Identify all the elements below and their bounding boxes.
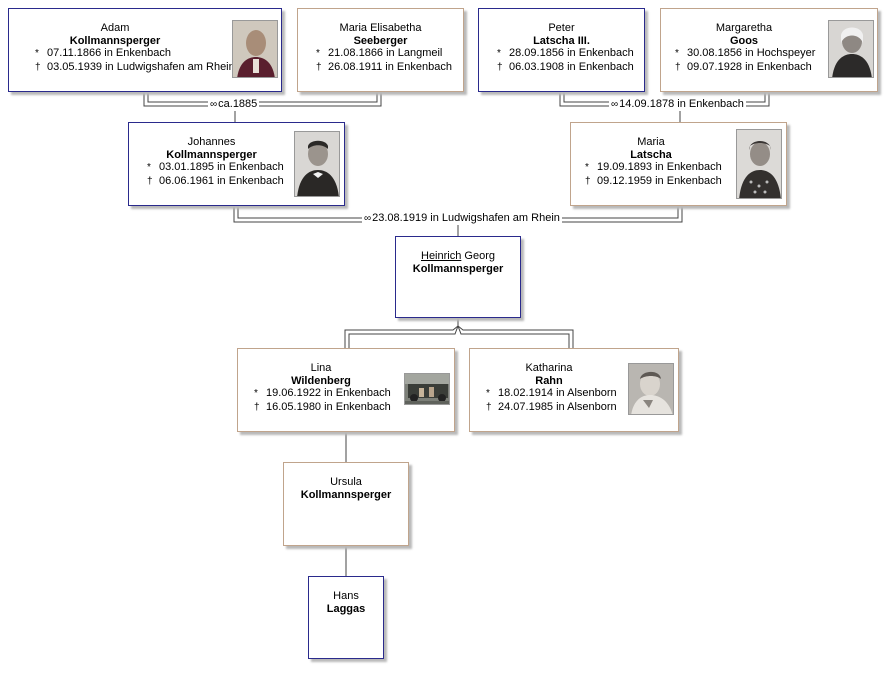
surname: Kollmannsperger [412, 262, 504, 275]
birth-line: *07.11.1866 in Enkenbach [35, 47, 171, 59]
birth-icon: * [316, 48, 320, 59]
surname: Laggas [326, 602, 366, 615]
portrait-photo [828, 20, 874, 78]
death-icon: † [585, 175, 591, 187]
birth-line: *19.09.1893 in Enkenbach [585, 161, 722, 173]
call-name: Heinrich [421, 250, 462, 262]
death-icon: † [316, 61, 322, 73]
death-line: †09.12.1959 in Enkenbach [585, 174, 722, 187]
surname: Kollmannsperger [166, 148, 257, 161]
death-icon: † [147, 175, 153, 187]
portrait-photo [736, 129, 782, 199]
person-card-lina[interactable]: Lina Wildenberg *19.06.1922 in Enkenbach… [237, 348, 455, 432]
person-card-johannes[interactable]: Johannes Kollmannsperger *03.01.1895 in … [128, 122, 345, 206]
birth-line: *19.06.1922 in Enkenbach [254, 387, 391, 399]
person-card-ursula[interactable]: Ursula Kollmannsperger [283, 462, 409, 546]
portrait-photo [232, 20, 278, 78]
death-line: †26.08.1911 in Enkenbach [316, 60, 452, 73]
surname: Goos [729, 34, 759, 47]
given-name: Heinrich Georg [421, 250, 495, 262]
given-name: Lina [310, 362, 332, 374]
marriage-icon: ∞ [611, 99, 618, 110]
surname: Kollmannsperger [69, 34, 161, 47]
birth-line: *03.01.1895 in Enkenbach [147, 161, 284, 173]
person-card-maria-elisabetha[interactable]: Maria Elisabetha Seeberger *21.08.1866 i… [297, 8, 464, 92]
death-line: †16.05.1980 in Enkenbach [254, 400, 391, 413]
person-card-katharina[interactable]: Katharina Rahn *18.02.1914 in Alsenborn … [469, 348, 679, 432]
death-icon: † [675, 61, 681, 73]
surname: Latscha [630, 148, 672, 161]
death-line: †09.07.1928 in Enkenbach [675, 60, 812, 73]
death-line: †06.03.1908 in Enkenbach [497, 60, 634, 73]
birth-line: *18.02.1914 in Alsenborn [486, 387, 617, 399]
given-name: Peter [548, 22, 575, 34]
surname: Wildenberg [291, 374, 351, 387]
birth-icon: * [675, 48, 679, 59]
marriage-label-peter-margaretha: ∞14.09.1878 in Enkenbach [609, 98, 746, 111]
birth-icon: * [254, 388, 258, 399]
surname: Kollmannsperger [300, 488, 392, 501]
person-card-peter[interactable]: Peter Latscha III. *28.09.1856 in Enkenb… [478, 8, 645, 92]
death-icon: † [35, 61, 41, 73]
person-card-hans[interactable]: Hans Laggas [308, 576, 384, 659]
marriage-icon: ∞ [364, 213, 371, 224]
marriage-label-adam-maria-elisabetha: ∞ca.1885 [208, 98, 260, 111]
birth-icon: * [497, 48, 501, 59]
death-icon: † [254, 401, 260, 413]
death-line: †06.06.1961 in Enkenbach [147, 174, 284, 187]
surname: Latscha III. [533, 34, 590, 47]
marriage-label-johannes-maria: ∞23.08.1919 in Ludwigshafen am Rhein [362, 212, 562, 225]
person-card-adam[interactable]: Adam Kollmannsperger *07.11.1866 in Enke… [8, 8, 282, 92]
birth-line: *28.09.1856 in Enkenbach [497, 47, 634, 59]
portrait-photo [628, 363, 674, 415]
person-card-maria[interactable]: Maria Latscha *19.09.1893 in Enkenbach †… [570, 122, 787, 206]
birth-line: *21.08.1866 in Langmeil [316, 47, 443, 59]
given-name: Johannes [187, 136, 236, 148]
given-name: Hans [333, 590, 359, 602]
portrait-photo [294, 131, 340, 197]
birth-icon: * [35, 48, 39, 59]
given-name: Katharina [525, 362, 573, 374]
birth-icon: * [585, 162, 589, 173]
person-card-heinrich[interactable]: Heinrich Georg Kollmannsperger [395, 236, 521, 318]
birth-icon: * [147, 162, 151, 173]
marriage-icon: ∞ [210, 99, 217, 110]
death-line: †24.07.1985 in Alsenborn [486, 400, 617, 413]
death-icon: † [497, 61, 503, 73]
birth-icon: * [486, 388, 490, 399]
birth-line: *30.08.1856 in Hochspeyer [675, 47, 816, 59]
given-name: Maria Elisabetha [339, 22, 422, 34]
surname: Rahn [535, 374, 563, 387]
given-name: Adam [100, 22, 130, 34]
person-card-margaretha[interactable]: Margaretha Goos *30.08.1856 in Hochspeye… [660, 8, 878, 92]
death-line: †03.05.1939 in Ludwigshafen am Rhein [35, 60, 235, 73]
death-icon: † [486, 401, 492, 413]
given-name: Margaretha [715, 22, 773, 34]
surname: Seeberger [353, 34, 408, 47]
group-photo [404, 373, 450, 405]
given-name: Maria [637, 136, 665, 148]
given-name: Ursula [330, 476, 362, 488]
